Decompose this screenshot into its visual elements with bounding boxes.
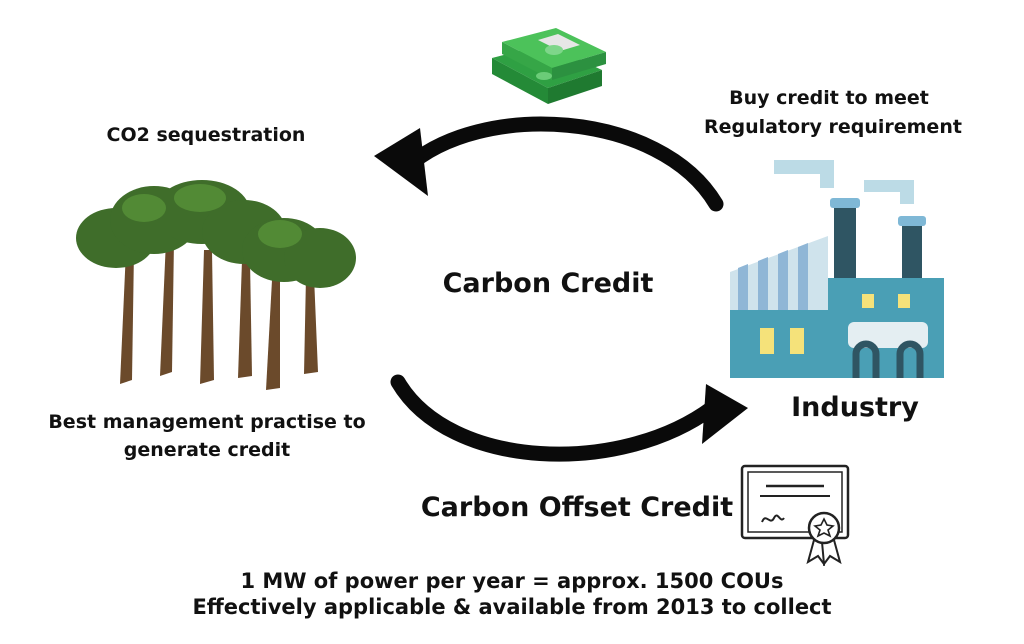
carbon-offset-credit-label: Carbon Offset Credit (420, 492, 734, 523)
industry-label: Industry (791, 392, 919, 423)
window (862, 294, 874, 308)
footer-line-2: Effectively applicable & available from … (192, 595, 832, 619)
best-management-line-2: generate credit (123, 439, 291, 461)
money-stack-icon (492, 28, 606, 104)
tree-highlights (122, 184, 302, 248)
window (790, 328, 804, 354)
trees-icon (76, 180, 356, 390)
certificate-icon (740, 464, 850, 566)
buy-credit-line-2: Regulatory requirement (704, 116, 962, 138)
window (898, 294, 910, 308)
arrow-right-icon (390, 374, 748, 462)
money-bundle (492, 28, 606, 104)
window (760, 328, 774, 354)
factory-icon (730, 160, 944, 378)
buy-credit-line-1: Buy credit to meet (729, 87, 929, 109)
smoke (774, 160, 914, 204)
carbon-credit-label: Carbon Credit (442, 268, 654, 299)
best-management-label: Best management practise to generate cre… (40, 408, 374, 464)
footer-line-1: 1 MW of power per year = approx. 1500 CO… (240, 569, 784, 593)
best-management-line-1: Best management practise to (48, 411, 366, 433)
arrow-left-icon (374, 116, 724, 212)
co2-sequestration-label: CO2 sequestration (106, 124, 306, 146)
buy-credit-label: Buy credit to meet Regulatory requiremen… (704, 84, 962, 142)
tree-trunks (120, 240, 318, 390)
footer-note: 1 MW of power per year = approx. 1500 CO… (112, 568, 912, 620)
